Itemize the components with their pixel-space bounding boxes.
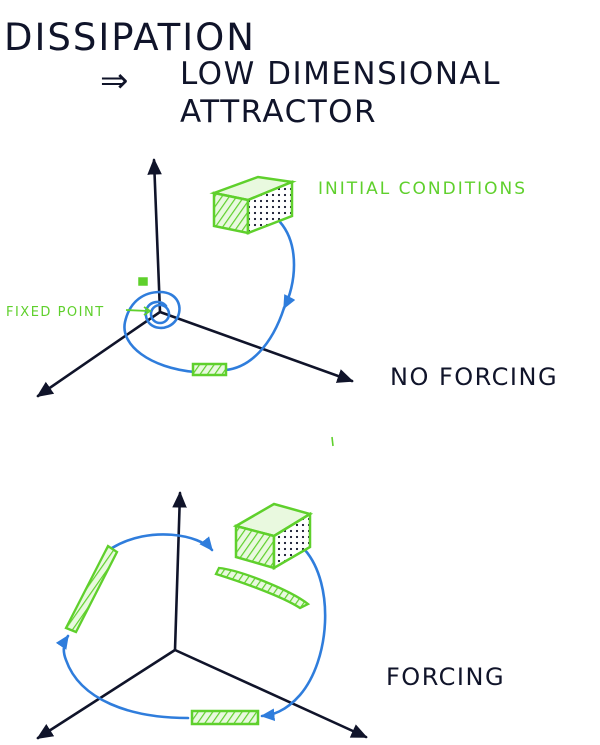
bottom-limit-cycle [55, 533, 327, 721]
bottom-stretched-volume [214, 566, 311, 610]
top-compressed-volume [191, 362, 228, 377]
top-small-volume [138, 277, 148, 286]
fixed-point-arrow-icon [125, 309, 149, 312]
top-axis-vertical [147, 158, 162, 314]
bottom-axis-left [36, 648, 177, 740]
bottom-axis-vertical [172, 491, 187, 652]
top-axis-right [158, 310, 354, 383]
bottom-left-volume [64, 544, 119, 634]
top-axes [36, 158, 354, 398]
initial-conditions-label: INITIAL CONDITIONS [318, 179, 527, 199]
stray-mark [331, 436, 334, 447]
implies-arrow: ⇒ [100, 61, 129, 101]
title-line-2: LOW DIMENSIONAL [180, 56, 501, 92]
title-line-1: DISSIPATION [4, 16, 256, 59]
fixed-point-arrowhead-icon [143, 306, 152, 316]
top-trajectory [123, 220, 296, 374]
top-caption: NO FORCING [390, 363, 558, 391]
title-line-3: ATTRACTOR [180, 94, 377, 130]
fixed-point-label: FIXED POINT [6, 305, 105, 320]
bottom-caption: FORCING [386, 663, 505, 691]
bottom-initial-box [232, 502, 314, 571]
top-axis-left [36, 310, 162, 398]
bottom-axes [36, 491, 368, 740]
top-initial-box [209, 175, 297, 235]
bottom-bottom-volume [190, 709, 260, 726]
bottom-axis-right [173, 648, 368, 739]
